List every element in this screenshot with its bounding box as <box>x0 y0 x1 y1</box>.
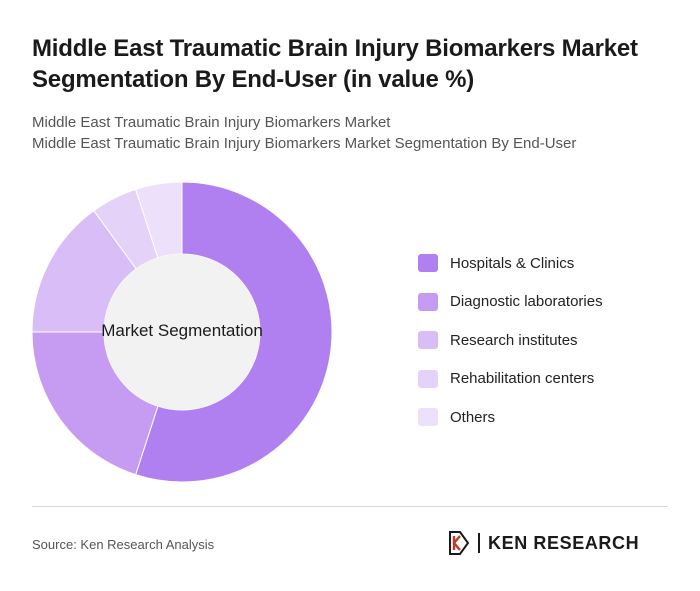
legend-item: Diagnostic laboratories <box>418 283 688 322</box>
chart-title: Middle East Traumatic Brain Injury Bioma… <box>32 35 638 93</box>
legend-swatch <box>418 331 438 350</box>
chart-subtitle: Middle East Traumatic Brain Injury Bioma… <box>32 112 672 154</box>
legend-item: Others <box>418 398 688 437</box>
legend-swatch <box>418 254 438 273</box>
legend-item: Research institutes <box>418 321 688 360</box>
donut-chart <box>31 181 333 483</box>
subtitle-line-2: Middle East Traumatic Brain Injury Bioma… <box>32 135 577 152</box>
logo-wordmark: KEN RESEARCH <box>488 532 640 553</box>
legend-label: Diagnostic laboratories <box>450 293 603 311</box>
legend-item: Rehabilitation centers <box>418 360 688 399</box>
footer-divider <box>32 506 668 507</box>
legend-label: Hospitals & Clinics <box>450 254 575 272</box>
donut-center-label: Market Segmentation <box>101 321 263 340</box>
logo-separator <box>478 533 480 553</box>
donut-hole <box>104 254 260 410</box>
legend-label: Others <box>450 408 496 426</box>
legend-swatch <box>418 292 438 311</box>
legend-label: Research institutes <box>450 331 578 349</box>
subtitle-line-1: Middle East Traumatic Brain Injury Bioma… <box>32 114 391 131</box>
source-note: Source: Ken Research Analysis <box>32 537 215 552</box>
legend-label: Rehabilitation centers <box>450 370 595 388</box>
legend-swatch <box>418 369 438 388</box>
ken-research-logo: KEN RESEARCH <box>448 531 639 555</box>
legend-item: Hospitals & Clinics <box>418 244 688 283</box>
ken-research-logo-icon <box>449 531 470 555</box>
legend-swatch <box>418 408 438 427</box>
